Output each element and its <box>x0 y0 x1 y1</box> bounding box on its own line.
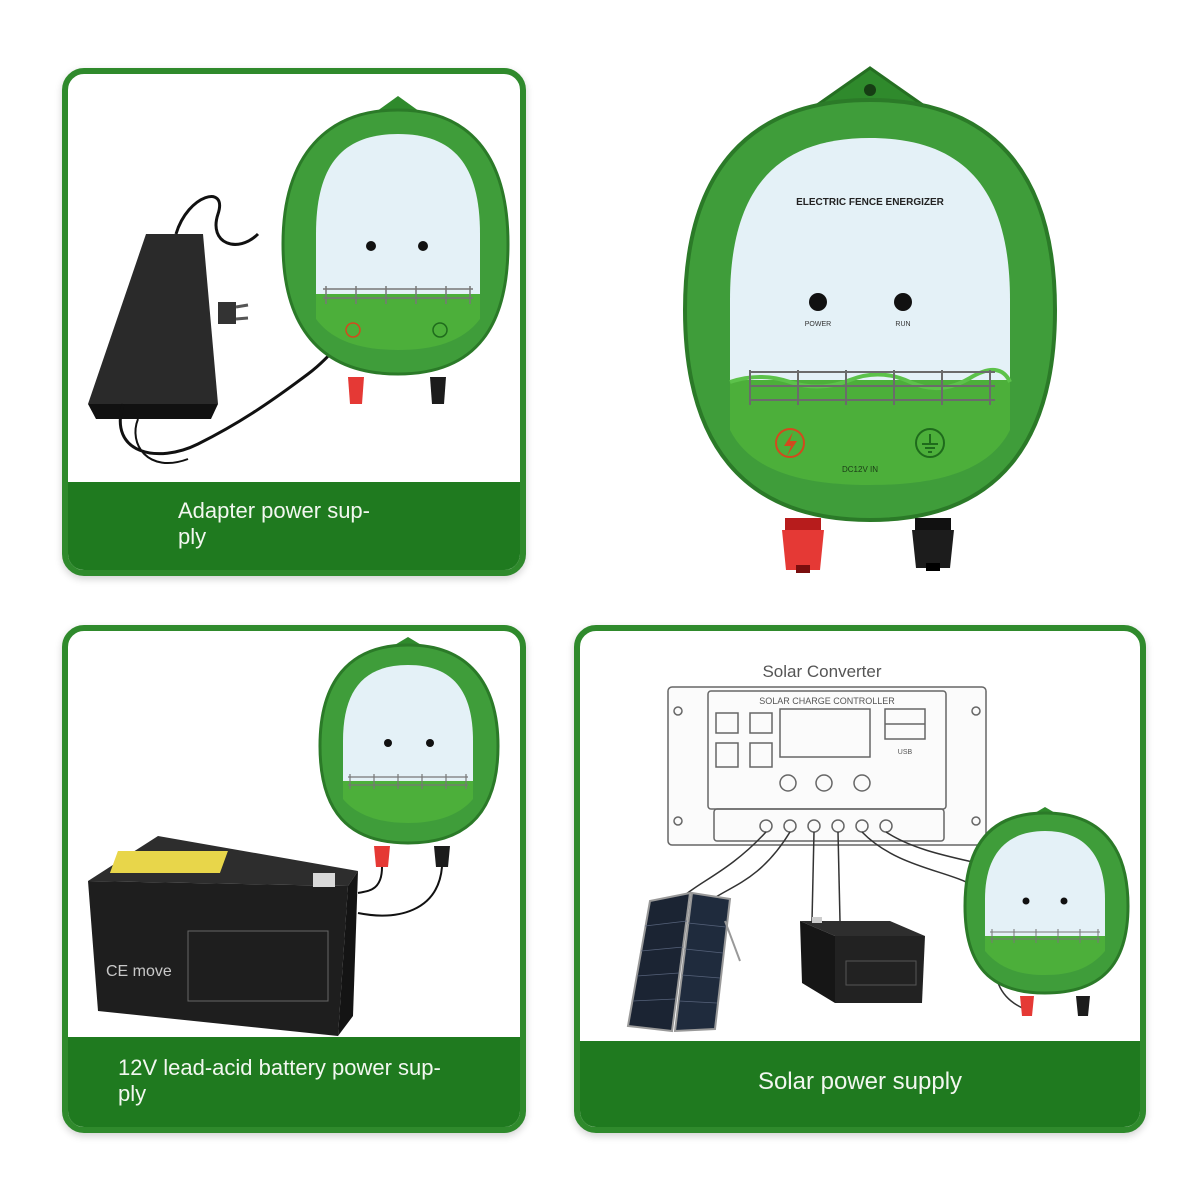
battery-brand-text: CE move <box>106 963 172 980</box>
ground-icon <box>915 428 945 458</box>
hanging-hole <box>864 84 876 96</box>
solar-illustration: Solar Converter SOLAR CHARGE CONTROLLER … <box>626 662 1130 1033</box>
power-indicator-light <box>809 293 827 311</box>
energizer-device <box>318 637 500 867</box>
adapter-illustration <box>88 96 510 465</box>
battery-illustration: CE move <box>88 637 500 1036</box>
adapter-caption-line-1: Adapter power sup- <box>178 498 370 523</box>
solar-panels <box>626 891 741 1033</box>
red-terminal <box>782 518 824 573</box>
adapter-caption-line-2: ply <box>178 524 207 549</box>
solar-power-panel: Solar Converter SOLAR CHARGE CONTROLLER … <box>574 625 1146 1133</box>
battery-caption: 12V lead-acid battery power sup- ply <box>68 1037 520 1127</box>
input-label: DC12V IN <box>842 465 878 474</box>
fence-illustration <box>749 370 995 405</box>
lightning-icon <box>775 428 805 458</box>
usb-label: USB <box>898 749 913 756</box>
power-adapter <box>88 234 249 419</box>
controller-title: SOLAR CHARGE CONTROLLER <box>759 696 895 706</box>
run-indicator-light <box>894 293 912 311</box>
power-cord <box>174 195 260 246</box>
small-battery <box>800 917 925 1003</box>
energizer-device <box>963 807 1130 1016</box>
solar-charge-controller <box>667 686 987 846</box>
grass-area <box>730 380 1010 485</box>
black-terminal <box>912 518 954 571</box>
power-label: POWER <box>805 321 831 328</box>
solar-caption: Solar power supply <box>580 1041 1140 1127</box>
device-screen <box>730 138 1010 380</box>
battery-power-panel: CE move 12V lead-acid battery power sup-… <box>62 625 526 1133</box>
dc-cable <box>118 322 360 456</box>
adapter-power-panel: Adapter power sup- ply <box>62 68 526 576</box>
converter-title: Solar Converter <box>762 662 881 681</box>
battery-caption-line-2: ply <box>118 1081 147 1106</box>
lead-acid-battery: CE move <box>88 836 358 1036</box>
adapter-caption: Adapter power sup- ply <box>68 482 520 570</box>
device-title: ELECTRIC FENCE ENERGIZER <box>796 197 945 208</box>
hero-energizer-device: ELECTRIC FENCE ENERGIZER POWER RUN DC12V… <box>682 66 1058 573</box>
run-label: RUN <box>895 321 910 328</box>
energizer-device <box>281 96 510 404</box>
battery-caption-line-1: 12V lead-acid battery power sup- <box>118 1055 441 1080</box>
